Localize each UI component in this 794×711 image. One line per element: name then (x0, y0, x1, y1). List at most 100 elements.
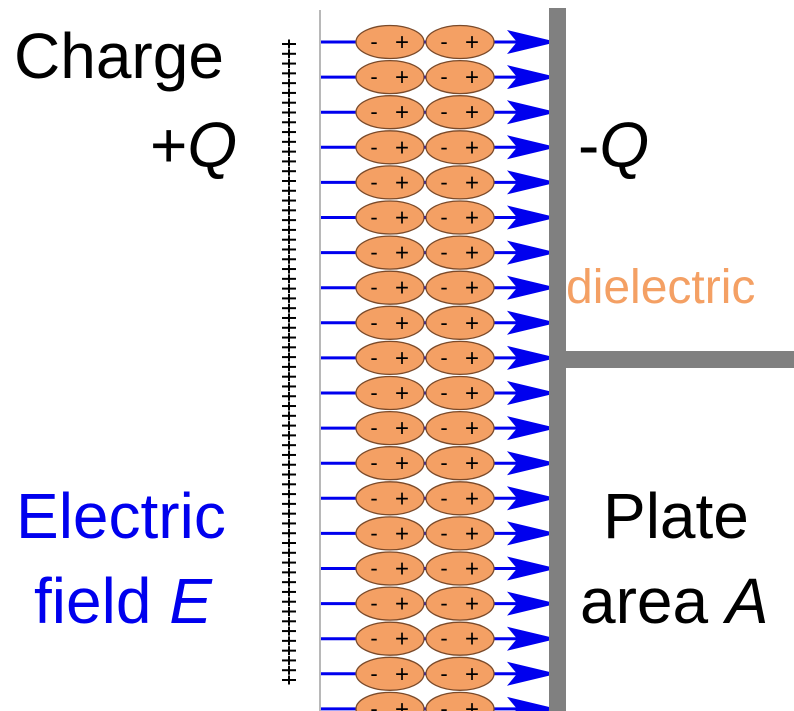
field-arrowhead (507, 696, 557, 711)
dipole-positive-sign: + (395, 415, 409, 442)
plus-mark (282, 127, 296, 137)
plus-mark (282, 274, 296, 284)
dipole-negative-sign: - (440, 29, 447, 54)
dipole-positive-sign: + (465, 696, 479, 711)
plus-mark (282, 107, 296, 117)
dipole-negative-sign: - (370, 626, 377, 651)
dipole: -+ (425, 235, 495, 270)
plus-mark (282, 421, 296, 431)
plus-mark (282, 665, 296, 675)
plus-mark (282, 577, 296, 587)
dipole-negative-sign: - (440, 520, 447, 545)
plus-mark (282, 49, 296, 59)
dipole: -+ (425, 305, 495, 340)
negative-charge-value: -Q (578, 109, 650, 181)
dipole-negative-sign: - (370, 240, 377, 265)
dipole: -+ (425, 446, 495, 481)
plus-mark (282, 254, 296, 264)
plus-mark (282, 205, 296, 215)
dipole-positive-sign: + (465, 345, 479, 372)
plus-mark (282, 450, 296, 460)
plus-mark (282, 567, 296, 577)
plus-mark (282, 333, 296, 343)
field-arrowhead (507, 100, 557, 125)
dipole-positive-sign: + (395, 169, 409, 196)
dipole: -+ (425, 340, 495, 376)
dipole-negative-sign: - (370, 415, 377, 440)
plus-mark (282, 411, 296, 421)
plate-area-label-line2: area A (580, 565, 769, 637)
plus-mark (282, 59, 296, 69)
dielectric-dipoles: -+-+-+-+-+-+-+-+-+-+-+-+-+-+-+-+-+-+-+-+… (355, 24, 495, 711)
positive-charges (282, 39, 296, 685)
dipole-negative-sign: - (440, 169, 447, 194)
field-arrowhead (507, 240, 557, 265)
dipole-positive-sign: + (395, 205, 409, 232)
dipole-positive-sign: + (465, 275, 479, 302)
dipole: -+ (355, 551, 425, 586)
plus-mark (282, 196, 296, 206)
dipole-negative-sign: - (440, 380, 447, 405)
dipole-negative-sign: - (370, 345, 377, 370)
plus-mark (282, 39, 296, 49)
dipole-negative-sign: - (370, 591, 377, 616)
dipole: -+ (355, 691, 425, 711)
dipole-negative-sign: - (440, 240, 447, 265)
dipole-negative-sign: - (440, 626, 447, 651)
dipole: -+ (355, 130, 425, 165)
plus-mark (282, 587, 296, 597)
plate-area-label-line1: Plate (603, 480, 749, 552)
field-arrowhead (507, 65, 557, 90)
dipole: -+ (355, 165, 425, 200)
field-arrowhead (507, 310, 557, 335)
field-arrowhead (507, 381, 557, 405)
electric-field-label-line2: field E (34, 565, 212, 637)
dipole: -+ (425, 95, 495, 130)
dipole: -+ (425, 481, 495, 516)
dipole: -+ (425, 691, 495, 711)
dipole-positive-sign: + (465, 415, 479, 442)
plus-mark (282, 391, 296, 401)
dipole-positive-sign: + (465, 591, 479, 618)
dipole: -+ (425, 621, 495, 656)
plus-mark (282, 558, 296, 568)
dipole-positive-sign: + (395, 661, 409, 688)
plus-mark (282, 499, 296, 509)
plus-mark (282, 342, 296, 352)
field-arrowhead (507, 170, 557, 195)
dielectric-pointer-line (566, 351, 794, 368)
field-arrowhead (507, 275, 557, 300)
dipole-negative-sign: - (370, 99, 377, 124)
plus-mark (282, 235, 296, 245)
dipole: -+ (425, 270, 495, 305)
dipole-negative-sign: - (440, 485, 447, 510)
dipole: -+ (425, 165, 495, 200)
field-arrowhead (507, 135, 557, 160)
plus-mark (282, 284, 296, 294)
dipole-negative-sign: - (370, 64, 377, 89)
dipole-negative-sign: - (370, 485, 377, 510)
plus-mark (282, 352, 296, 362)
plus-mark (282, 215, 296, 225)
dipole-positive-sign: + (465, 310, 479, 337)
dipole-negative-sign: - (370, 29, 377, 54)
plus-mark (282, 509, 296, 519)
dipole: -+ (425, 200, 495, 235)
dipole-positive-sign: + (465, 169, 479, 196)
dipole-negative-sign: - (440, 415, 447, 440)
dipole-positive-sign: + (465, 450, 479, 477)
dipole-negative-sign: - (440, 591, 447, 616)
plus-mark (282, 548, 296, 558)
dipole: -+ (355, 59, 425, 95)
dipole-positive-sign: + (395, 591, 409, 618)
field-arrowhead (507, 556, 557, 581)
dipole-positive-sign: + (395, 134, 409, 161)
dipole-positive-sign: + (465, 64, 479, 91)
plus-mark (282, 98, 296, 108)
plus-mark (282, 117, 296, 127)
dipole-negative-sign: - (440, 345, 447, 370)
plus-mark (282, 362, 296, 372)
dipole-positive-sign: + (395, 450, 409, 477)
dipole-negative-sign: - (440, 275, 447, 300)
dipole-negative-sign: - (440, 205, 447, 230)
